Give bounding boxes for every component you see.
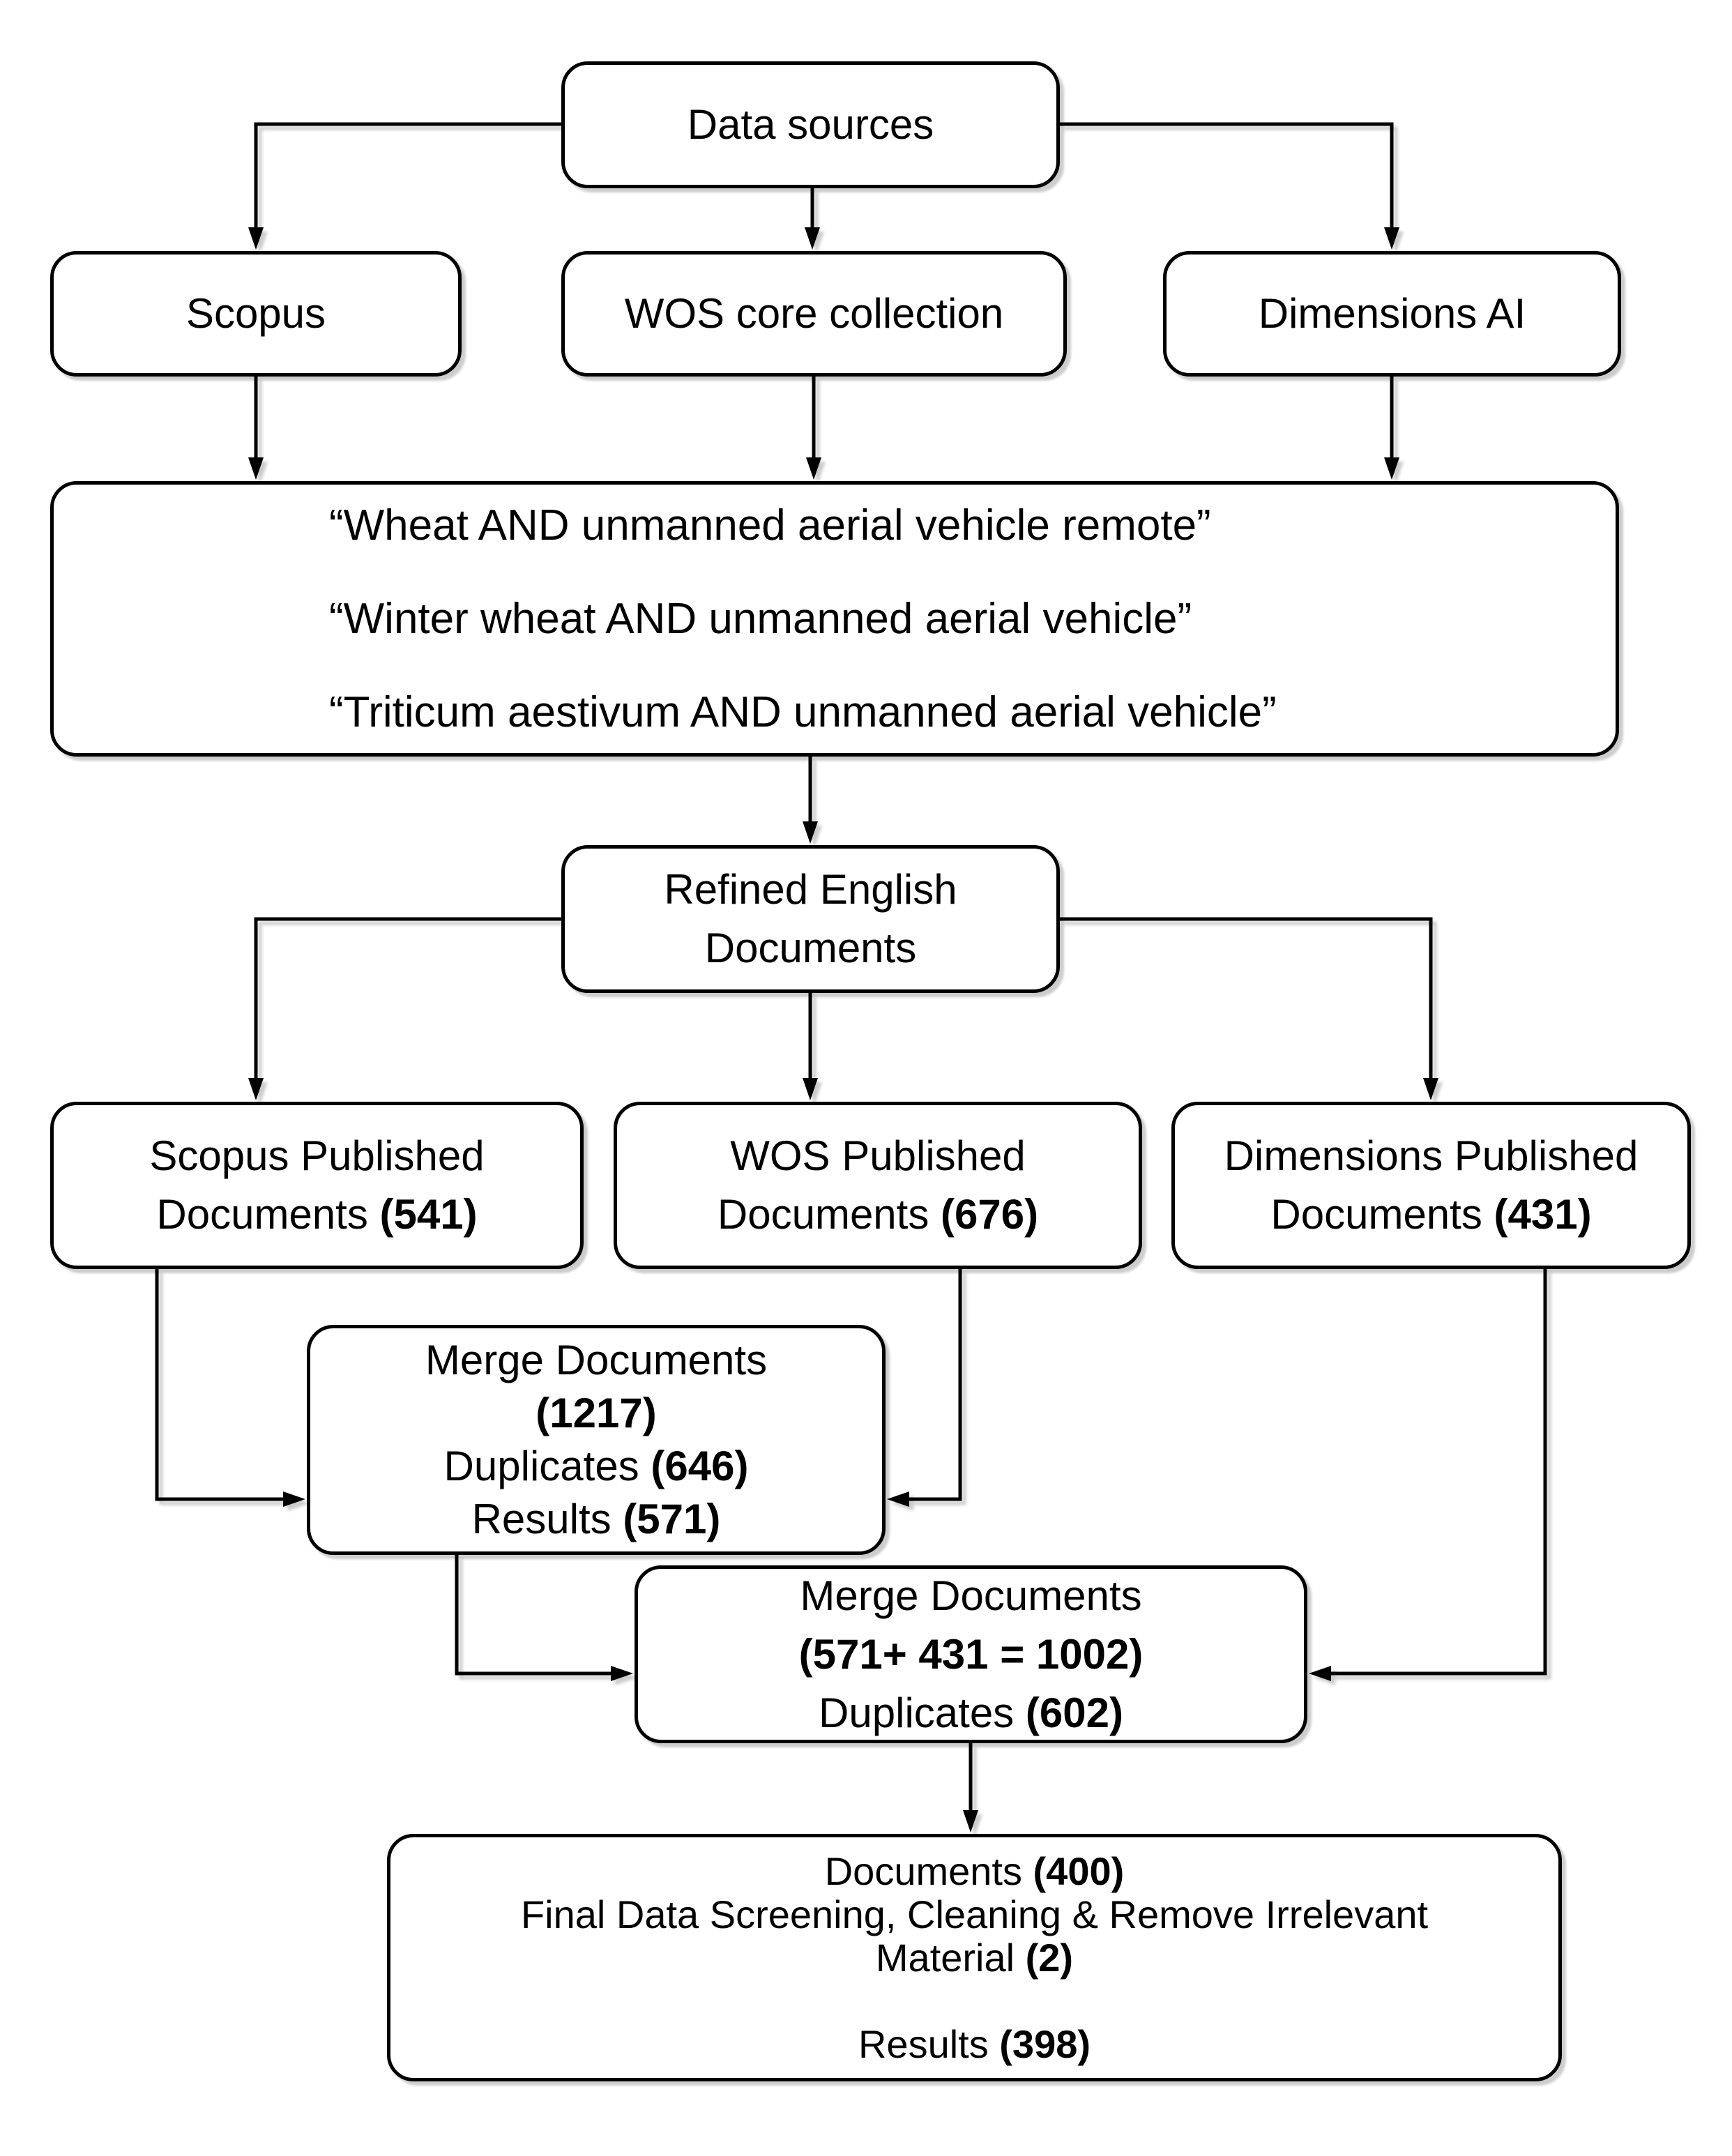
arrow-dimensions-published-to-merge2 bbox=[1309, 1269, 1547, 1681]
arrow-merge1-to-merge2 bbox=[455, 1555, 633, 1681]
final-documents-count: (400) bbox=[1033, 1848, 1125, 1893]
final-results-node: Documents (400) Final Data Screening, Cl… bbox=[387, 1834, 1562, 2081]
dimensions-published-prefix: Documents bbox=[1270, 1191, 1494, 1238]
final-results-count: (398) bbox=[999, 2021, 1091, 2066]
final-results-label: Results bbox=[858, 2021, 1000, 2066]
dimensions-published-line1: Dimensions Published bbox=[1224, 1132, 1639, 1179]
arrow-refined-to-dimensions-published bbox=[1060, 917, 1438, 1100]
arrow-datasources-to-scopus bbox=[248, 122, 561, 250]
merge1-results: Results (571) bbox=[472, 1493, 721, 1546]
merge2-total-value: (571+ 431 = 1002) bbox=[798, 1630, 1144, 1678]
wos-published-node: WOS Published Documents (676) bbox=[614, 1102, 1142, 1269]
dimensions-label: Dimensions AI bbox=[1258, 290, 1526, 337]
merge1-title: Merge Documents bbox=[425, 1337, 768, 1383]
final-screening-line: Final Data Screening, Cleaning & Remove … bbox=[520, 1892, 1429, 1936]
merge2-title: Merge Documents bbox=[800, 1572, 1142, 1619]
merge-documents-2-node: Merge Documents (571+ 431 = 1002) Duplic… bbox=[635, 1565, 1307, 1743]
arrow-datasources-to-dimensions bbox=[1060, 122, 1399, 250]
merge1-duplicates-count: (646) bbox=[651, 1443, 749, 1489]
final-spacer bbox=[969, 1980, 980, 2023]
final-material-count: (2) bbox=[1025, 1935, 1074, 1980]
query-line-3: “Triticum aestivum AND unmanned aerial v… bbox=[329, 688, 1277, 736]
final-documents: Documents (400) bbox=[824, 1848, 1125, 1893]
data-sources-node: Data sources bbox=[561, 61, 1060, 188]
merge1-duplicates: Duplicates (646) bbox=[444, 1440, 749, 1493]
wos-published-line1: WOS Published bbox=[730, 1132, 1026, 1179]
final-documents-label: Documents bbox=[824, 1848, 1033, 1893]
refined-label-line1: Refined English bbox=[664, 866, 957, 913]
dimensions-published-line2: Documents (431) bbox=[1270, 1185, 1591, 1244]
arrow-refined-to-scopus-published bbox=[248, 917, 561, 1100]
merge1-total: (1217) bbox=[535, 1387, 656, 1440]
wos-label: WOS core collection bbox=[624, 290, 1004, 337]
scopus-label: Scopus bbox=[185, 290, 326, 337]
arrow-scopus-published-to-merge1 bbox=[155, 1269, 305, 1507]
dimensions-published-node: Dimensions Published Documents (431) bbox=[1171, 1102, 1691, 1269]
scopus-published-count: (541) bbox=[379, 1191, 478, 1238]
final-material-label: Material bbox=[875, 1935, 1026, 1980]
merge1-results-label: Results bbox=[471, 1496, 623, 1542]
merge2-duplicates-label: Duplicates bbox=[819, 1689, 1026, 1736]
scopus-published-line1: Scopus Published bbox=[149, 1132, 485, 1179]
refined-english-documents-node: Refined English Documents bbox=[561, 845, 1060, 993]
query-line-2: “Winter wheat AND unmanned aerial vehicl… bbox=[329, 594, 1192, 643]
scopus-published-prefix: Documents bbox=[156, 1191, 380, 1238]
search-queries-node: “Wheat AND unmanned aerial vehicle remot… bbox=[50, 481, 1619, 757]
merge1-results-count: (571) bbox=[623, 1496, 721, 1542]
merge2-duplicates: Duplicates (602) bbox=[819, 1684, 1123, 1743]
query-line-1: “Wheat AND unmanned aerial vehicle remot… bbox=[329, 501, 1211, 549]
scopus-published-node: Scopus Published Documents (541) bbox=[50, 1102, 584, 1269]
wos-node: WOS core collection bbox=[561, 251, 1067, 377]
wos-published-count: (676) bbox=[941, 1191, 1039, 1238]
scopus-node: Scopus bbox=[50, 251, 462, 377]
wos-published-prefix: Documents bbox=[717, 1191, 941, 1238]
merge1-duplicates-label: Duplicates bbox=[443, 1443, 651, 1489]
merge1-total-value: (1217) bbox=[535, 1390, 657, 1436]
dimensions-published-count: (431) bbox=[1494, 1191, 1592, 1238]
merge2-duplicates-count: (602) bbox=[1025, 1689, 1123, 1736]
merge2-total: (571+ 431 = 1002) bbox=[799, 1625, 1144, 1684]
scopus-published-line2: Documents (541) bbox=[156, 1185, 477, 1244]
dimensions-node: Dimensions AI bbox=[1163, 251, 1621, 377]
refined-label-line2: Documents bbox=[704, 925, 917, 971]
merge-documents-1-node: Merge Documents (1217) Duplicates (646) … bbox=[307, 1325, 886, 1555]
final-results: Results (398) bbox=[858, 2021, 1091, 2066]
final-material: Material (2) bbox=[876, 1936, 1073, 1980]
data-sources-label: Data sources bbox=[687, 101, 934, 148]
wos-published-line2: Documents (676) bbox=[717, 1185, 1038, 1244]
arrow-wos-published-to-merge1 bbox=[887, 1269, 962, 1507]
